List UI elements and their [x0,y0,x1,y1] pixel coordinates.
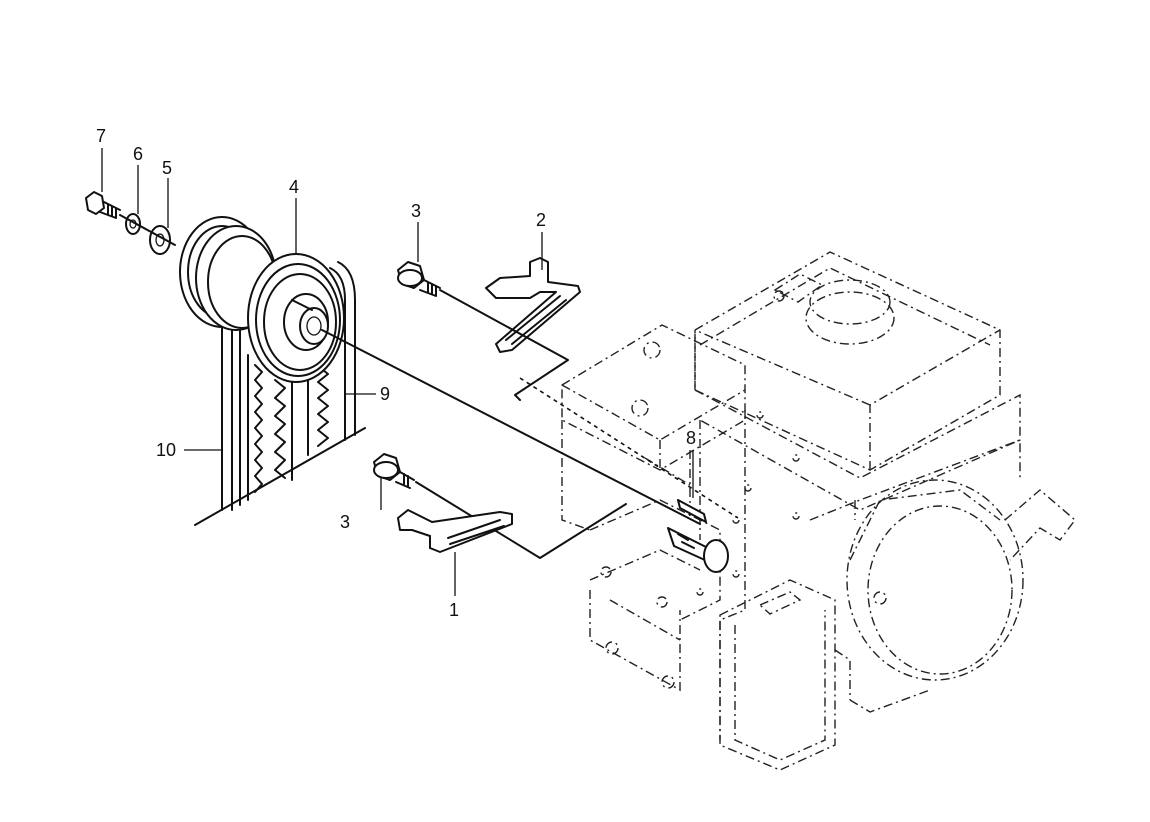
tension-bracket-upper [439,257,581,401]
shaft-key [677,499,707,523]
callout-3-upper: 3 [411,201,421,221]
callout-7: 7 [96,126,106,146]
callout-3-lower: 3 [340,512,350,532]
leader-lines [101,148,694,596]
tension-bracket-lower [397,509,513,553]
engine-phantom [561,251,1076,771]
crankshaft-stub [667,527,729,573]
callout-1: 1 [449,600,459,620]
callout-5: 5 [162,158,172,178]
callout-9: 9 [380,384,390,404]
callout-2: 2 [536,210,546,230]
flange-bolt-lower [373,453,627,559]
callout-labels: 7 6 5 4 3 2 8 9 10 3 1 [96,126,696,620]
flange-bolt-upper [397,261,441,297]
callout-8: 8 [686,428,696,448]
callout-6: 6 [133,144,143,164]
alignment-dotted-line [519,377,739,519]
pulley-axis-line [119,214,701,525]
hex-bolt [85,191,121,219]
callout-4: 4 [289,177,299,197]
callout-10: 10 [156,440,176,460]
pulley [179,216,345,383]
